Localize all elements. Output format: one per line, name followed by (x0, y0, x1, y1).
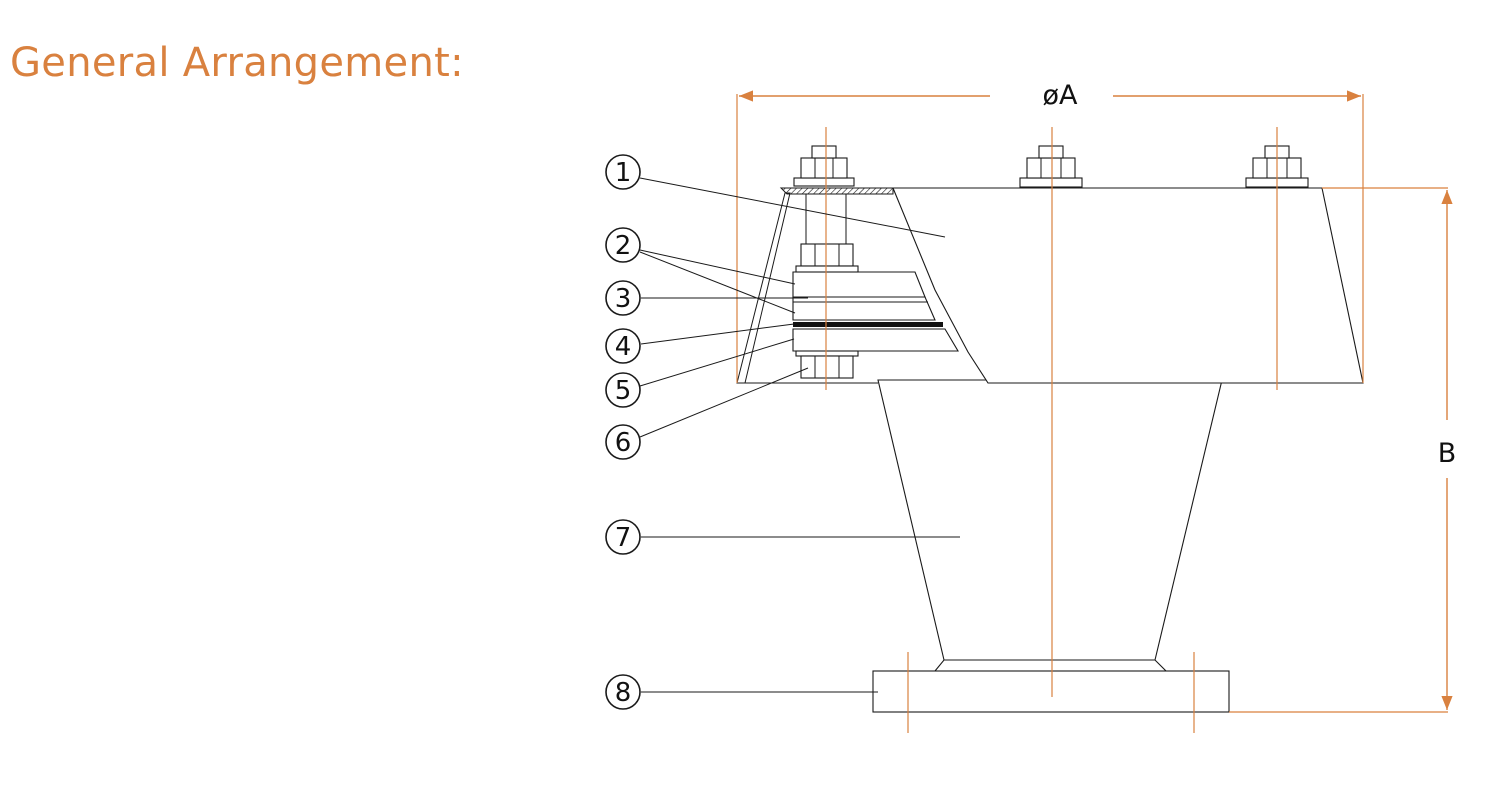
leader-lines (639, 177, 960, 693)
page-title: General Arrangement: (10, 40, 464, 86)
callout-6: 6 (605, 424, 641, 460)
callout-4-label: 4 (615, 332, 632, 362)
centre-lines (825, 127, 1278, 733)
dimension-diameter: øA (736, 80, 1364, 383)
callout-3: 3 (605, 280, 641, 316)
top-bolt-center (1019, 145, 1083, 188)
dimension-height-label: B (1438, 438, 1457, 469)
weather-hood (736, 187, 1364, 384)
callout-8-label: 8 (615, 678, 632, 708)
dimension-height: B (1229, 187, 1457, 713)
callout-6-label: 6 (615, 428, 632, 458)
callout-5-label: 5 (615, 376, 632, 406)
callout-7: 7 (605, 519, 641, 555)
neck-body (877, 379, 1223, 672)
callout-4: 4 (605, 328, 641, 364)
callout-7-label: 7 (615, 523, 632, 553)
callout-2-label: 2 (615, 231, 632, 261)
callout-5: 5 (605, 372, 641, 408)
base-flange (872, 670, 1230, 713)
callout-3-label: 3 (615, 284, 632, 314)
callout-2: 2 (605, 227, 641, 263)
callout-8: 8 (605, 674, 641, 710)
callout-1: 1 (605, 154, 641, 190)
callout-1-label: 1 (615, 158, 632, 188)
dimension-diameter-label: øA (1043, 80, 1079, 111)
stud-bolt (793, 145, 859, 379)
